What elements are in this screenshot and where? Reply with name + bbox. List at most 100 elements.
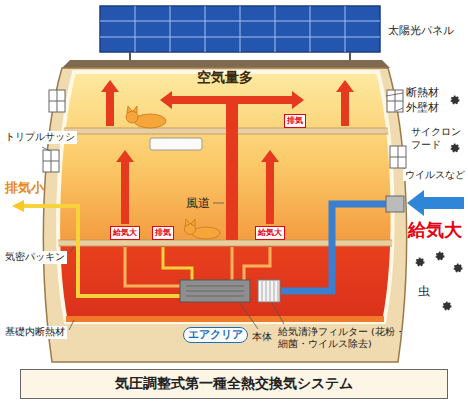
panel-grid [100,6,380,52]
vent-label: 排気 [155,228,171,238]
virus-dot [452,145,459,152]
vent-tag: 給気大 [255,226,285,240]
air-arrow [101,80,119,126]
virus-dot [452,97,459,104]
note-label: ウイルスなど [403,169,467,181]
cyclone-hood [386,196,404,212]
part-label: 基礎内断熱材 [3,326,67,339]
leader-line [396,108,403,111]
panel-grid-line [100,37,380,38]
panel-grid-line [100,21,380,22]
virus-dot [444,303,451,310]
part-label: 外壁材 [406,101,439,115]
vent-label: 排気 [287,116,303,126]
window-frame [49,101,65,102]
leader-line [272,303,284,324]
part-label: 気密パッキン [3,251,67,264]
unit-detail [186,286,244,287]
part-label: 風道 [186,196,210,211]
leader-line [69,320,74,330]
cat [185,219,221,239]
air-flow-arrows [101,80,354,240]
leader-line [386,93,403,96]
roof [62,60,390,68]
panel-grid-line [310,6,311,52]
ground-floor-slab [50,240,410,246]
panel-grid-line [345,6,346,52]
supply-intake-arrow [407,190,464,216]
room-note: 空気量多 [197,69,253,87]
cat-ears [127,106,137,113]
interior-space [58,72,392,322]
air-arrow [116,150,134,224]
filter-pleat [274,281,275,301]
leader-line [213,203,224,204]
exhaust-label: 排気小 [5,180,44,196]
air-arrow [261,150,279,224]
part-label: 太陽光パネル [388,24,454,38]
unit-detail [186,291,244,292]
part-label: サイクロン フード [411,126,465,151]
foundation-insulation [66,316,384,322]
vent-label: 給気大 [258,228,282,238]
supply-filter [258,280,280,302]
supply-duct [244,247,270,280]
filter-pleat [266,281,267,301]
note-label: 虫 [418,284,430,299]
window [390,146,406,168]
supply-duct [231,247,234,280]
exhaust-duct [163,247,192,280]
caption-box: 気圧調整式第一種全熱交換気システム [20,369,448,399]
brand-logo: エアクリア [183,327,248,343]
part-label: トリプルサッシ [3,131,77,144]
virus-dot [455,265,462,272]
leader-line [42,147,50,151]
leader-line [69,246,74,254]
ventilation-unit [180,280,250,302]
panel-grid-line [135,6,136,52]
window-frame [43,161,59,162]
panel-grid-line [205,6,206,52]
caption-text: 気圧調整式第一種全熱交換気システム [115,375,353,393]
window-frame [387,101,403,102]
air-shaft-arrow [160,91,304,240]
part-label: 本体 [252,331,272,344]
filter-pleat [270,281,271,301]
vent-tag: 排気 [152,226,174,240]
window [43,150,59,172]
leader-line [240,303,258,329]
vent-tag: 給気大 [110,226,140,240]
cat-body [134,114,166,128]
part-label: 断熱材 [406,86,439,100]
filter-pleat [262,281,263,301]
intake-duct [281,204,386,291]
filter-pleat [278,281,279,301]
air-conditioner [150,138,202,150]
panel-grid-line [275,6,276,52]
solar-panel [100,6,380,52]
unit-detail [186,296,244,297]
panel-grid-line [170,6,171,52]
part-label: 給気清浄フィルター (花粉・細菌・ウイルス除去) [278,326,410,350]
vent-tag: 排気 [284,114,306,128]
window-frame [390,157,406,158]
window [49,90,65,112]
filter-pleats [262,281,278,301]
virus-dot [417,259,424,266]
cat [126,106,166,128]
supply-label: 給気大 [408,219,462,242]
outer-wall [43,68,406,362]
leader-lines [42,93,403,330]
panel-leg [349,52,351,60]
panel-leg [129,52,131,60]
cat-ears [185,219,195,226]
cat-body [192,227,220,239]
virus-dot [437,253,444,260]
panel-grid-line [240,6,241,52]
air-arrow [336,80,354,126]
vent-label: 給気大 [113,228,137,238]
